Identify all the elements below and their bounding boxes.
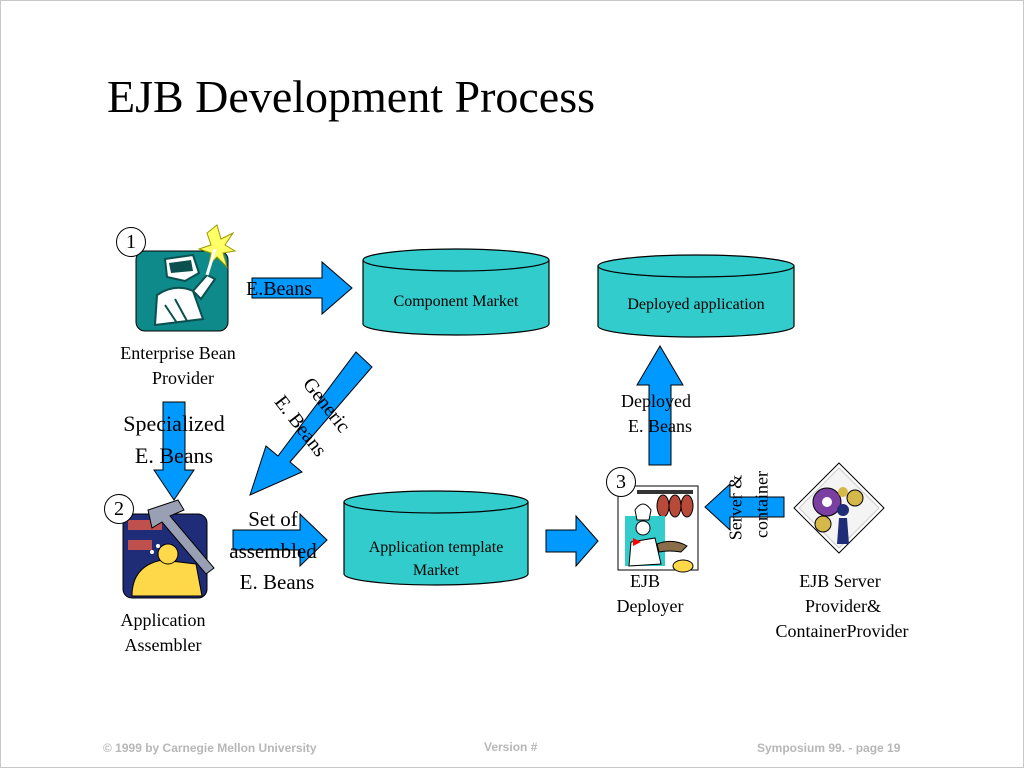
component-market-label: Component Market	[393, 293, 519, 310]
server-container-label-line2: container	[751, 471, 772, 538]
assembled-arrow	[232, 512, 328, 568]
set-label-line2: assembled	[229, 539, 317, 563]
provider-label-line2: Provider	[152, 368, 214, 388]
footer-version: Version #	[484, 740, 538, 754]
application-template-store	[343, 490, 529, 586]
specialized-label-line2: E. Beans	[134, 443, 214, 468]
specialized-label-line1: Specialized	[123, 411, 225, 436]
server-provider-label-line2: Provider&	[805, 596, 881, 616]
generic-arrow	[249, 351, 373, 496]
component-market-store	[362, 248, 550, 336]
server-container-arrow	[704, 482, 785, 532]
set-label-line3: E. Beans	[239, 570, 315, 594]
footer-copyright: © 1999 by Carnegie Mellon University	[103, 741, 317, 755]
to-deployer-arrow	[545, 514, 599, 568]
deployer-label-line1: EJB	[629, 571, 660, 591]
ebeans-label: E.Beans	[246, 278, 313, 300]
welder-icon	[135, 224, 237, 332]
deployed-label-line2: E. Beans	[628, 416, 692, 436]
server-provider-icon	[793, 462, 885, 554]
deployer-label-line2: Deployer	[616, 596, 684, 616]
server-provider-label-line1: EJB Server	[799, 571, 881, 591]
deployed-application-label: Deployed application	[627, 296, 765, 313]
assembler-label-line1: Application	[120, 610, 206, 630]
app-template-label-line2: Market	[412, 562, 460, 579]
step-marker-1: 1	[116, 227, 146, 257]
app-template-label-line1: Application template	[368, 539, 504, 556]
assembler-label-line2: Assembler	[124, 635, 202, 655]
step-marker-2: 2	[104, 494, 134, 524]
server-provider-label-line3: ContainerProvider	[775, 621, 909, 641]
slide-title: EJB Development Process	[107, 71, 596, 122]
ebeans-arrow	[251, 260, 353, 316]
deployed-arrow	[636, 345, 684, 466]
deployed-application-store	[597, 254, 795, 338]
server-container-label-line1: Server &	[725, 474, 746, 541]
plumber-icon	[122, 499, 215, 599]
provider-label-line1: Enterprise Bean	[120, 343, 236, 363]
footer-page: Symposium 99. - page 19	[757, 741, 901, 755]
set-label-line1: Set of	[248, 507, 298, 531]
specialized-arrow	[153, 401, 195, 501]
chef-icon	[617, 485, 699, 573]
step-marker-3: 3	[606, 467, 636, 497]
deployed-label-line1: Deployed	[621, 391, 691, 411]
